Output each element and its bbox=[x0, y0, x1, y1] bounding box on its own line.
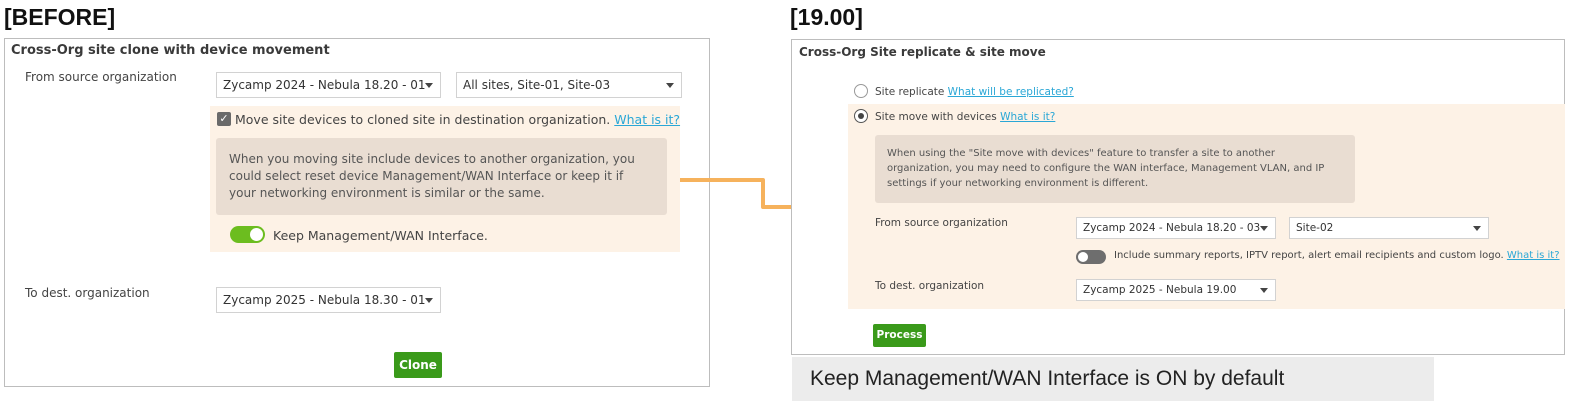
before-keep-interface-label: Keep Management/WAN Interface. bbox=[273, 228, 488, 243]
toggle-knob bbox=[1078, 252, 1088, 262]
before-what-is-it-link[interactable]: What is it? bbox=[614, 112, 681, 127]
include-summary-label: Include summary reports, IPTV report, al… bbox=[1114, 250, 1560, 261]
before-dest-org-value: Zycamp 2025 - Nebula 18.30 - 01 bbox=[223, 293, 426, 307]
before-info-box: When you moving site include devices to … bbox=[216, 138, 667, 215]
before-source-sites-select[interactable]: All sites, Site-01, Site-03 bbox=[456, 72, 682, 98]
before-dest-org-select[interactable]: Zycamp 2025 - Nebula 18.30 - 01 bbox=[216, 287, 441, 313]
chevron-down-icon bbox=[425, 298, 433, 303]
after-source-org-value: Zycamp 2024 - Nebula 18.20 - 03 bbox=[1083, 222, 1261, 234]
include-summary-text: Include summary reports, IPTV report, al… bbox=[1114, 250, 1504, 261]
chevron-down-icon bbox=[666, 83, 674, 88]
before-panel-title: Cross-Org site clone with device movemen… bbox=[11, 43, 330, 58]
before-panel: Cross-Org site clone with device movemen… bbox=[4, 38, 710, 387]
toggle-knob bbox=[250, 228, 263, 241]
chevron-down-icon bbox=[1260, 226, 1268, 231]
include-summary-toggle[interactable] bbox=[1076, 250, 1106, 264]
before-move-devices-label: Move site devices to cloned site in dest… bbox=[235, 112, 680, 127]
before-dest-label: To dest. organization bbox=[25, 286, 150, 300]
after-dest-org-value: Zycamp 2025 - Nebula 19.00 bbox=[1083, 284, 1237, 296]
before-move-devices-text: Move site devices to cloned site in dest… bbox=[235, 112, 611, 127]
after-caption: [19.00] bbox=[790, 4, 863, 30]
after-what-is-it-link[interactable]: What is it? bbox=[1000, 111, 1056, 123]
after-panel-title: Cross-Org Site replicate & site move bbox=[799, 45, 1046, 59]
after-dest-org-select[interactable]: Zycamp 2025 - Nebula 19.00 bbox=[1076, 279, 1276, 301]
chevron-down-icon bbox=[1473, 226, 1481, 231]
clone-button[interactable]: Clone bbox=[394, 352, 442, 378]
after-panel: Cross-Org Site replicate & site move Sit… bbox=[791, 39, 1565, 355]
site-move-radio[interactable] bbox=[854, 109, 868, 123]
before-keep-interface-toggle[interactable] bbox=[230, 226, 265, 243]
after-dest-label: To dest. organization bbox=[875, 280, 985, 292]
site-replicate-label: Site replicate What will be replicated? bbox=[875, 86, 1074, 98]
radio-dot bbox=[857, 112, 864, 119]
after-source-site-select[interactable]: Site-02 bbox=[1289, 217, 1489, 239]
site-move-label: Site move with devices What is it? bbox=[875, 111, 1055, 123]
before-source-sites-value: All sites, Site-01, Site-03 bbox=[463, 78, 611, 92]
after-source-org-select[interactable]: Zycamp 2024 - Nebula 18.20 - 03 bbox=[1076, 217, 1276, 239]
site-move-text: Site move with devices bbox=[875, 111, 997, 123]
include-what-link[interactable]: What is it? bbox=[1506, 250, 1560, 261]
chevron-down-icon bbox=[1260, 288, 1268, 293]
before-move-devices-checkbox[interactable]: ✓ bbox=[217, 112, 231, 126]
after-info-text: When using the "Site move with devices" … bbox=[887, 148, 1325, 189]
chevron-down-icon bbox=[425, 83, 433, 88]
after-info-box: When using the "Site move with devices" … bbox=[875, 135, 1355, 203]
after-source-site-value: Site-02 bbox=[1296, 222, 1334, 234]
what-replicated-link[interactable]: What will be replicated? bbox=[947, 86, 1074, 98]
before-info-text: When you moving site include devices to … bbox=[229, 152, 635, 200]
site-replicate-radio[interactable] bbox=[854, 84, 868, 98]
before-source-label: From source organization bbox=[25, 70, 177, 84]
default-note-bar: Keep Management/WAN Interface is ON by d… bbox=[792, 357, 1434, 401]
after-source-label: From source organization bbox=[875, 217, 1008, 229]
site-replicate-text: Site replicate bbox=[875, 86, 945, 98]
process-button[interactable]: Process bbox=[873, 324, 926, 347]
before-source-org-value: Zycamp 2024 - Nebula 18.20 - 01 bbox=[223, 78, 426, 92]
before-source-org-select[interactable]: Zycamp 2024 - Nebula 18.20 - 01 bbox=[216, 72, 441, 98]
before-caption: [BEFORE] bbox=[4, 4, 116, 30]
